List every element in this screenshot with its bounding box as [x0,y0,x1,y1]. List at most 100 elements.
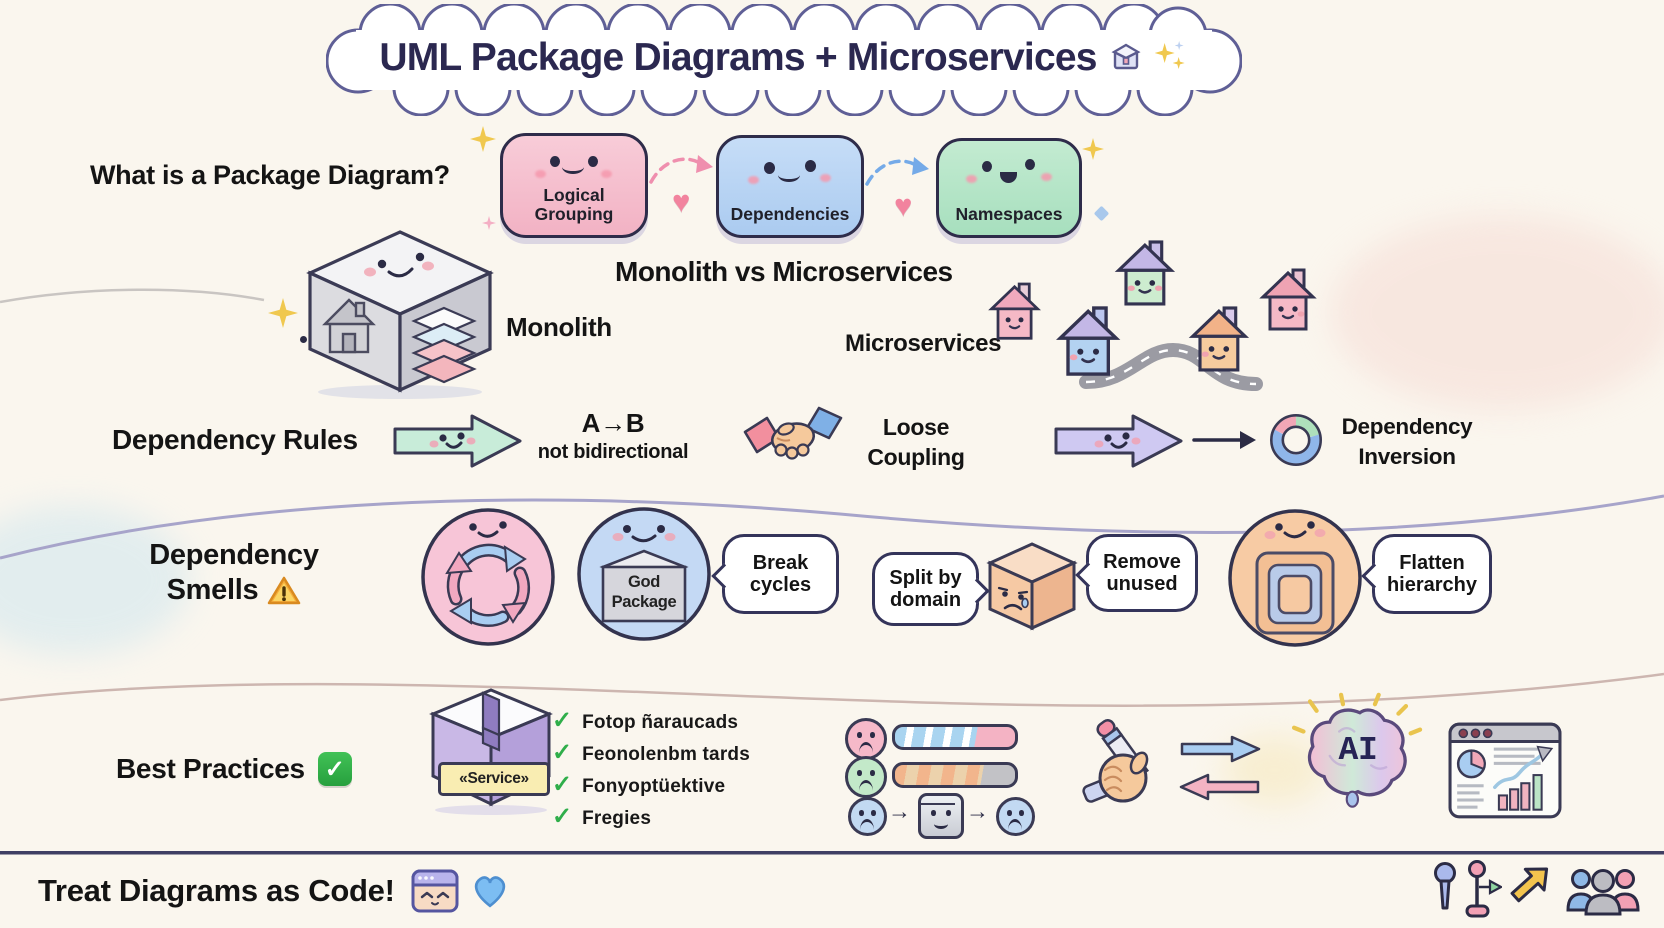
checklist-text: Feonolenbm tards [582,744,750,765]
ai-text: AI [1338,731,1378,769]
smile-icon [778,168,800,182]
cheek-icon [535,170,546,178]
eye-icon [588,156,598,167]
smile-icon [562,160,584,174]
checkmark-icon: ✓ [552,771,573,798]
check-badge-icon: ✓ [317,752,352,786]
title-row: UML Package Diagrams + Microservices [326,4,1242,112]
checklist-text: Fonyoptüektive [582,776,726,797]
best-practices-title: Best Practices [116,753,305,784]
handshake-icon [743,406,843,460]
sparkle-icon [1093,205,1110,222]
heart-icon: ♥ [894,188,913,223]
dependency-inversion-ring-icon [1269,413,1323,467]
pin-icon [1434,862,1456,910]
service-package-icon [429,688,553,815]
checkmark-icon: ✓ [552,707,573,734]
cheek-icon [1041,173,1052,181]
eye-icon [982,161,992,172]
monolith-cube-icon [306,230,494,399]
hand-pencil-icon [1082,719,1150,803]
dashed-arrow-icon [865,157,929,186]
progress-bar-striped [892,724,1018,750]
footer-bar: Treat Diagrams as Code! [0,854,1664,928]
rule-a-to-b: A→B [581,408,645,438]
bubble-text: Break cycles [749,551,812,596]
watercolor-pink [1330,215,1664,410]
smells-heading-line1: Dependency [149,539,319,571]
sad-face-green-icon [845,756,887,798]
face-blue-icon [996,797,1035,836]
face-blue-icon [848,797,887,836]
checklist-text: Fregies [582,808,652,829]
exchange-arrow-right-icon [1180,735,1261,763]
concept-box-logical-grouping: Logical Grouping [500,133,648,238]
microservices-houses-icon [988,240,1317,391]
box-label: Namespaces [955,204,1063,225]
mint-arrow-icon [393,414,522,468]
git-branch-icon [1465,860,1502,918]
smells-heading-line2: Smells [167,573,302,608]
cheek-icon [748,176,759,184]
exchange-arrow-left-icon [1179,773,1260,801]
cheek-icon [601,170,612,178]
analytics-window-icon [1448,722,1562,819]
arrow-right-glyph: → [966,798,989,824]
sparkles-icon [1154,41,1189,75]
eye-icon [550,156,560,167]
checklist-item: ✓ Fotop ñaraucads [552,706,750,738]
smells-heading-word: Smells [166,574,259,606]
best-practices-checklist: ✓ Fotop ñaraucads ✓ Feonolenbm tards ✓ F… [552,706,750,834]
heart-icon: ♥ [672,184,691,219]
sad-cube-icon [986,542,1078,631]
checkmark-icon: ✓ [552,803,573,830]
arrow-right-glyph: → [888,798,911,824]
diagram-window-face-icon [411,869,459,913]
microservices-label: Microservices [845,330,1002,357]
rules-heading: Dependency Rules [112,424,358,455]
rule-dependency-inversion: Dependency Inversion [1341,414,1473,469]
checklist-item: ✓ Feonolenbm tards [552,738,750,770]
smell-bubble-break-cycles: Break cycles [722,534,839,614]
ai-label: AI [1292,692,1424,808]
checklist-text: Fotop ñaraucads [582,712,739,733]
team-people-icon [1566,869,1640,916]
cheek-icon [966,175,977,183]
smells-heading: Dependency Smells [118,538,350,608]
ai-brain-icon [1292,692,1423,808]
growth-arrow-icon [1510,867,1549,903]
page-title: UML Package Diagrams + Microservices [379,36,1097,79]
face-box-icon [918,793,964,839]
footer-text: Treat Diagrams as Code! [38,873,395,908]
smell-bubble-flatten-hierarchy: Flatten hierarchy [1372,534,1492,614]
check-glyph: ✓ [324,755,345,783]
cycle-smell-icon [421,508,555,646]
checklist-item: ✓ Fonyoptüektive [552,770,750,802]
bubble-text: Flatten hierarchy [1386,551,1478,596]
sparkle-icon [470,126,496,152]
checklist-item: ✓ Fregies [552,802,750,834]
god-package-label: God Package [611,573,677,611]
mono-vs-micro-heading: Monolith vs Microservices [615,256,953,287]
intro-heading: What is a Package Diagram? [90,160,450,190]
cheek-icon [820,174,831,182]
open-smile-icon [1000,172,1017,183]
rule-loose-coupling: Loose Coupling [867,414,965,470]
smell-bubble-remove-unused: Remove unused [1086,534,1198,612]
eye-icon [1025,159,1035,170]
eye-icon [805,160,816,172]
best-practices-heading: Best Practices ✓ [116,752,352,786]
sparkle-dot [300,336,307,343]
nested-hierarchy-icon [1228,509,1362,647]
sparkle-icon [268,298,298,328]
service-label: «Service» [438,762,550,796]
box-label: Logical Grouping [534,185,614,225]
sad-face-pink-icon [845,718,887,760]
bubble-text: Split by domain [889,566,962,611]
checkmark-icon: ✓ [552,739,573,766]
warning-icon [268,576,301,604]
god-package-icon [577,507,711,641]
dashed-arrow-icon [649,155,713,184]
concept-box-namespaces: Namespaces [936,138,1082,238]
